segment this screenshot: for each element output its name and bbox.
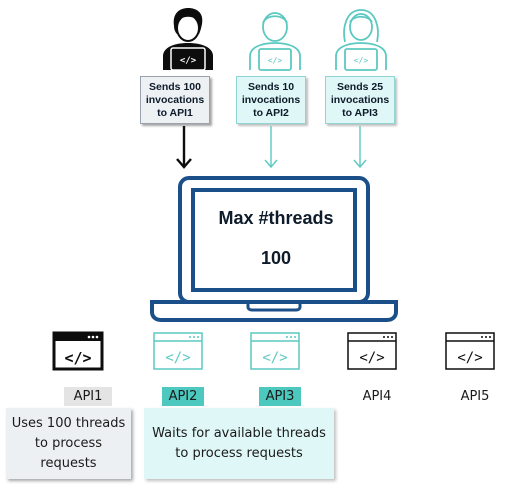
- api1-note-line1: Uses 100 threads: [11, 415, 126, 431]
- api1-note-line2: to process: [34, 435, 103, 451]
- user2-message-line3: to API2: [253, 106, 289, 119]
- arrow-user3: [353, 126, 367, 169]
- user3-message-line1: Sends 25: [336, 80, 384, 93]
- user1-message-line2: invocations: [145, 93, 205, 106]
- svg-text:</>: </>: [354, 56, 369, 65]
- user3-message-line3: to API3: [342, 106, 378, 119]
- arrow-user1: [176, 126, 192, 169]
- waiting-note-line1: Waits for available threads: [152, 425, 326, 441]
- user1-message: Sends 100 invocations to API1: [140, 76, 210, 124]
- user2-message: Sends 10 invocations to API2: [236, 76, 306, 124]
- api5-icon: </>: [445, 332, 495, 370]
- svg-text:</>: </>: [180, 56, 197, 66]
- api1-label: API1: [64, 387, 112, 406]
- api1-note: Uses 100 threads to process requests: [6, 408, 131, 479]
- user1-message-line1: Sends 100: [149, 80, 201, 93]
- api3-label: API3: [259, 387, 301, 406]
- user2-message-line1: Sends 10: [247, 80, 295, 93]
- svg-text:</>: </>: [359, 350, 384, 366]
- api2-label: API2: [162, 387, 204, 406]
- svg-text:</>: </>: [262, 350, 287, 366]
- api4-icon: </>: [347, 332, 397, 370]
- api4-label: API4: [362, 389, 392, 404]
- user-icon-3: </>: [335, 9, 387, 71]
- active-user-icon: </>: [163, 8, 213, 71]
- api1-note-line3: requests: [40, 455, 97, 471]
- user3-message-line2: invocations: [330, 93, 390, 106]
- svg-text:</>: </>: [268, 56, 283, 65]
- api2-icon: </>: [153, 332, 203, 370]
- svg-text:</>: </>: [165, 350, 190, 366]
- user-icon-2: </>: [249, 12, 301, 71]
- svg-text:</>: </>: [64, 349, 91, 367]
- user1-message-line3: to API1: [157, 106, 193, 119]
- arrow-user2: [264, 126, 278, 169]
- api5-label: API5: [460, 389, 490, 404]
- max-threads-value: 100: [260, 248, 292, 268]
- svg-text:</>: </>: [457, 350, 482, 366]
- waiting-note: Waits for available threads to process r…: [144, 408, 334, 479]
- api3-icon: </>: [250, 332, 300, 370]
- max-threads-title: Max #threads: [218, 208, 334, 228]
- laptop-icon: [150, 176, 398, 322]
- user2-message-line2: invocations: [241, 93, 301, 106]
- user3-message: Sends 25 invocations to API3: [325, 76, 395, 124]
- api1-icon: </>: [52, 331, 104, 371]
- waiting-note-line2: to process requests: [175, 445, 303, 461]
